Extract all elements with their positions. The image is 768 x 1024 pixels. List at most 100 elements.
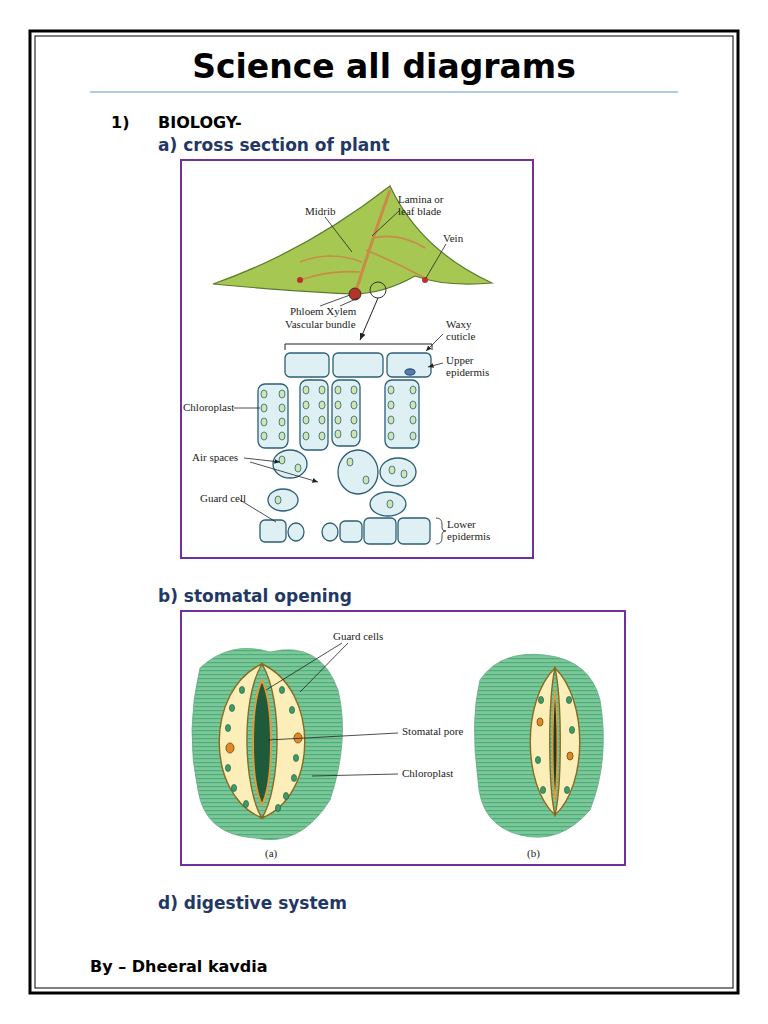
chloroplasts [279,456,285,464]
chloroplasts [401,470,407,478]
stoma-open [239,686,244,693]
chloroplasts [351,401,357,409]
leaf-cells [370,492,406,516]
chloroplasts [261,432,267,440]
stoma-closed [474,654,603,837]
leaf-cells [333,353,383,377]
stoma-closed [566,696,571,703]
chloroplasts [388,386,394,394]
chloroplasts [335,430,341,438]
leaf-drawing [349,288,361,300]
figure-tag: (a) [265,847,277,859]
stoma-closed [530,668,555,815]
stoma-closed [555,668,580,815]
chloroplasts [261,390,267,398]
leader-lines [234,210,446,544]
leaf-drawing [422,277,428,283]
chloroplasts [410,386,416,394]
leader-lines [320,295,350,306]
leaf-cells [260,520,286,542]
stoma-closed [567,752,573,760]
chloroplasts [319,386,325,394]
page-border [30,31,738,993]
leader-lines [268,733,398,740]
stoma-open [243,800,248,807]
chloroplasts [319,432,325,440]
leaf-drawing [355,190,390,294]
stoma-open [229,704,234,711]
stoma-open [291,774,296,781]
leaf-cells [258,353,431,544]
leaf-cells [322,523,338,541]
leader-lines [266,643,398,776]
part-label: Guard cell [200,492,246,504]
leaf-drawing [213,186,492,294]
leaf-cells [387,353,431,377]
leaf-cells [285,353,329,377]
chloroplasts [279,404,285,412]
chloroplasts [275,496,281,504]
leaf-cells [380,458,416,486]
section-heading: BIOLOGY- [158,113,242,132]
part-label: Stomatal pore [402,725,463,737]
page-title: Science all diagrams [0,47,768,86]
chloroplasts [261,386,416,508]
leaf-drawing [370,282,386,298]
stoma-closed [540,786,545,793]
chloroplasts [279,390,285,398]
chloroplasts [335,401,341,409]
part-label: Chloroplast [183,401,234,413]
figure-tag: (b) [527,847,540,859]
stoma-closed [535,756,540,763]
leaf-drawing [297,277,303,283]
chloroplasts [261,418,267,426]
leaf-cells [300,380,328,450]
stoma-open [192,648,343,839]
leaf-cells [340,521,362,542]
leaf-drawing [360,298,378,340]
stoma-open [192,648,343,839]
leader-lines [325,217,352,252]
leader-lines [312,774,398,776]
part-label: Vein [443,232,463,244]
chloroplasts [295,464,301,472]
stoma-closed [538,696,543,703]
figure-frame [181,160,533,558]
figure-frame [181,611,625,865]
stoma-open [279,686,284,693]
leaf-drawing [300,236,425,280]
part-label: Phloem Xylem [290,305,356,317]
part-label: Vascular bundle [285,318,356,330]
leaf-cells [332,380,360,446]
stoma-open [231,784,236,791]
leader-lines [234,408,260,409]
leader-lines [300,643,348,692]
author-credit: By – Dheeral kavdia [90,957,267,976]
leaf-cells [258,384,288,448]
leader-lines [426,334,443,351]
stoma-open [253,680,271,805]
section-number: 1) [111,113,129,132]
stoma-closed [569,726,574,733]
chloroplasts [387,500,393,508]
chloroplasts [351,430,357,438]
leader-lines [428,363,443,367]
chloroplasts [335,386,341,394]
chloroplasts [303,432,309,440]
part-label: Waxy cuticle [446,318,486,342]
part-label: Chloroplast [402,767,453,779]
part-label: Midrib [305,205,336,217]
chloroplasts [319,416,325,424]
chloroplasts [388,416,394,424]
chloroplasts [279,418,285,426]
stoma-open [226,743,234,753]
chloroplasts [335,416,341,424]
leaf-cells [288,523,304,541]
chloroplasts [347,458,353,466]
leader-lines [372,210,400,236]
stoma-open [225,764,230,771]
leaf-cells [398,518,430,544]
chloroplasts [261,404,267,412]
chloroplasts [388,432,394,440]
